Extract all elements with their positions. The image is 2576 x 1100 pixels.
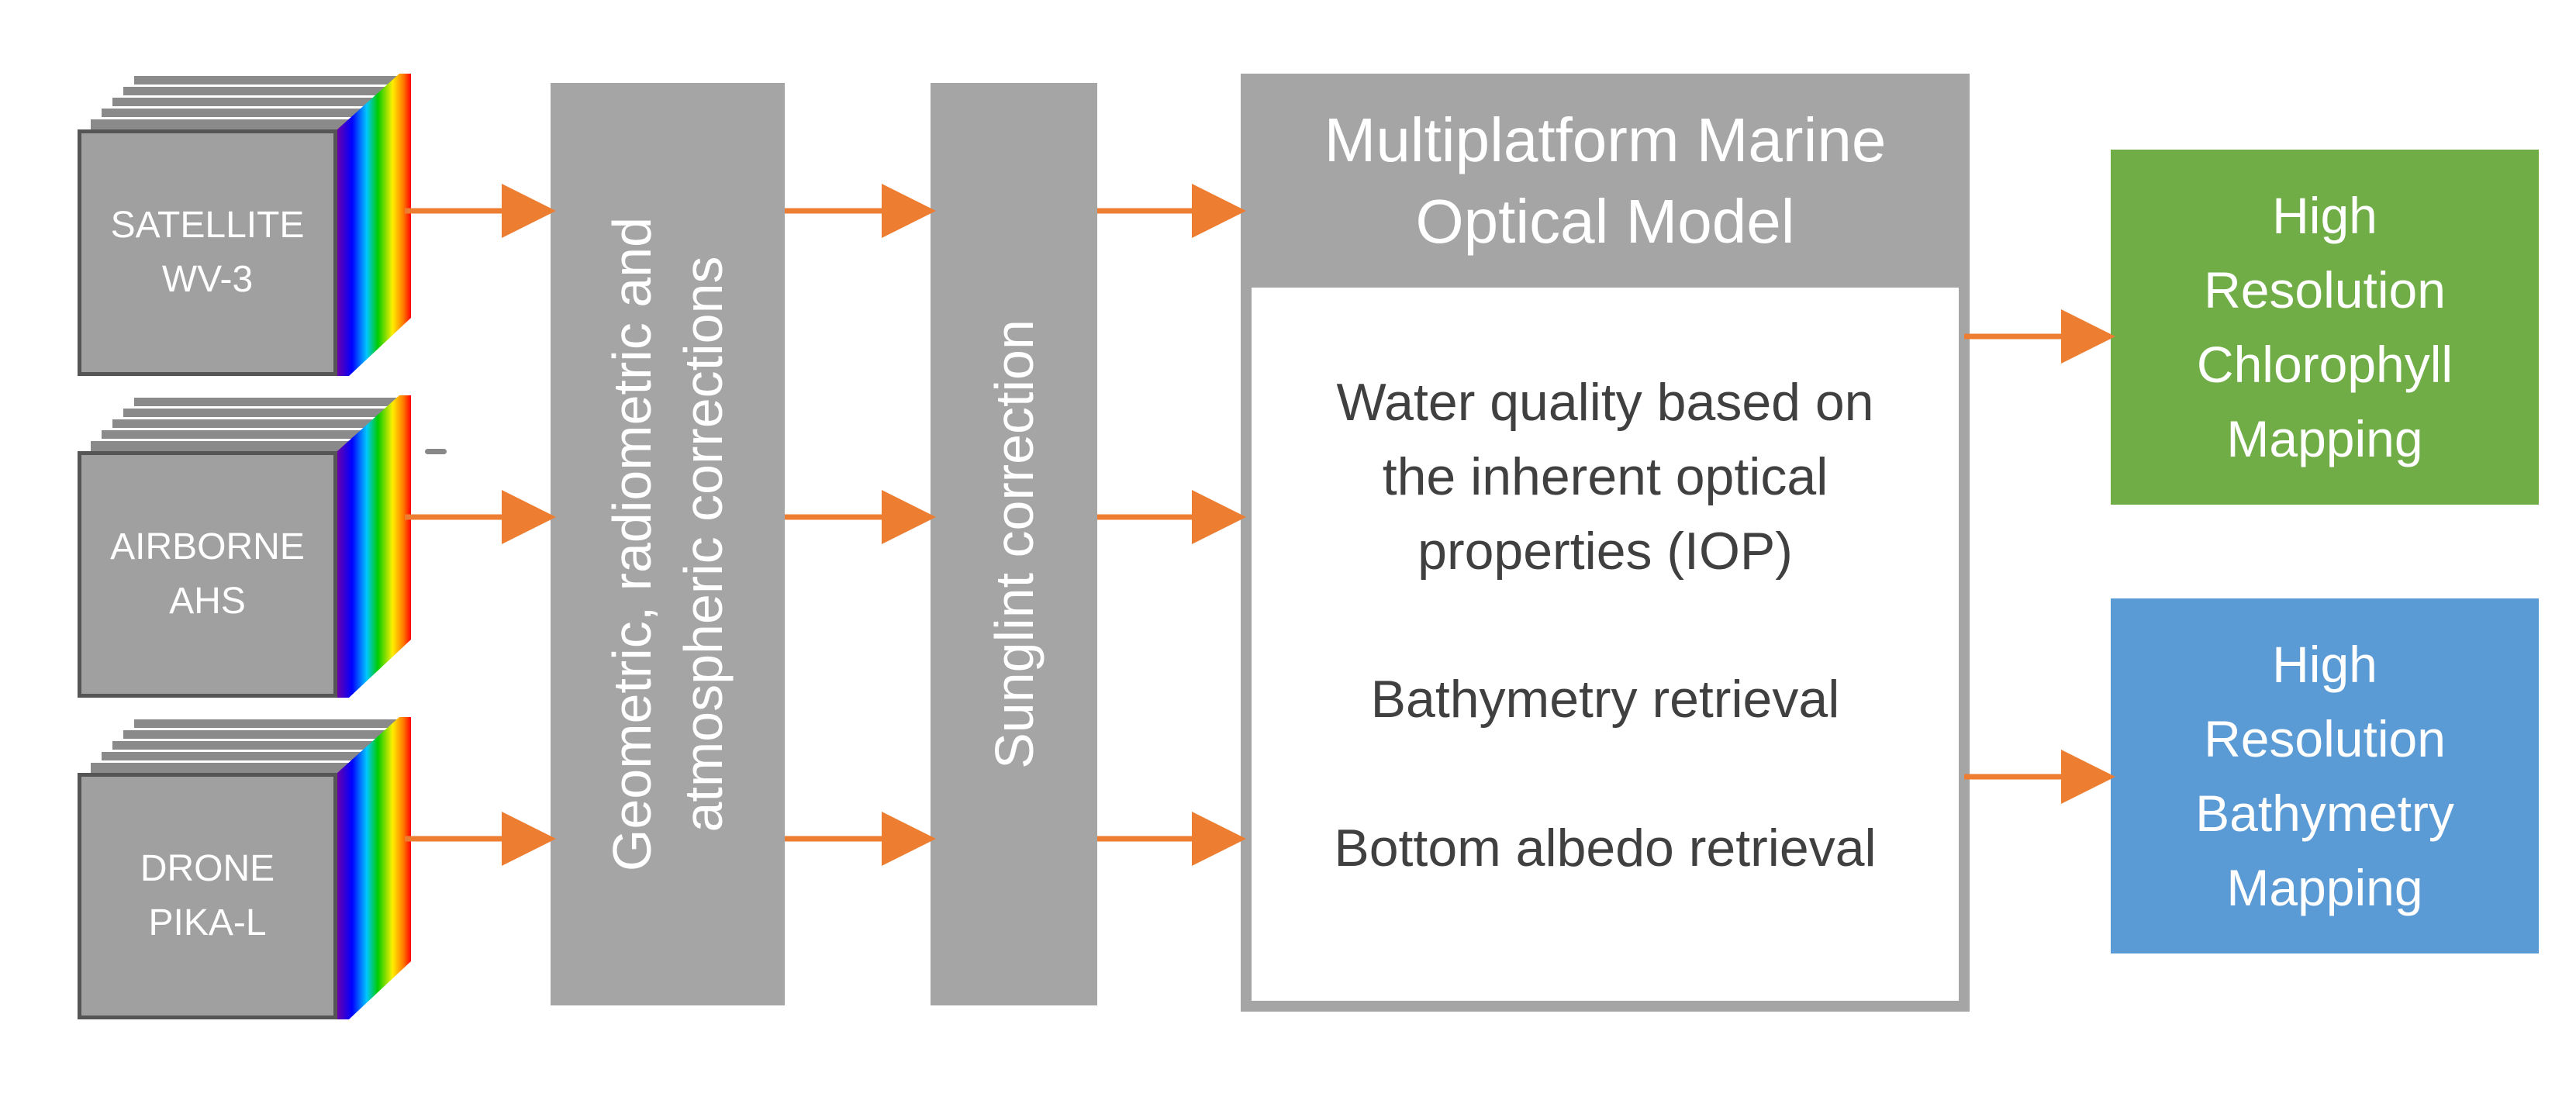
source-sensor: PIKA-L <box>148 902 267 943</box>
output-line: High <box>2272 636 2377 693</box>
output-line: Bathymetry <box>2195 784 2454 842</box>
source-name: AIRBORNE <box>110 526 305 567</box>
bathymetry-mapping-box: High Resolution Bathymetry Mapping <box>2111 598 2539 953</box>
model-title-line: Optical Model <box>1415 187 1795 256</box>
corrections-box: Geometric, radiometric and atmospheric c… <box>551 83 785 1005</box>
bottom-albedo-text: Bottom albedo retrieval <box>1334 819 1877 878</box>
stray-mark <box>425 449 447 454</box>
sunglint-box: Sunglint correction <box>931 83 1097 1005</box>
output-line: Chlorophyll <box>2196 336 2453 393</box>
source-airborne: AIRBORNE AHS <box>78 395 411 698</box>
output-line: Mapping <box>2226 859 2423 916</box>
spectrum-icon <box>337 74 411 376</box>
source-name: DRONE <box>140 848 275 889</box>
source-satellite: SATELLITE WV-3 <box>78 74 411 376</box>
model-title: Multiplatform Marine Optical Model <box>1241 74 1970 288</box>
source-name: SATELLITE <box>110 205 305 246</box>
water-quality-text: properties (IOP) <box>1417 522 1793 581</box>
output-line: Mapping <box>2226 410 2423 467</box>
marine-optical-model-box: Multiplatform Marine Optical Model Water… <box>1241 74 1970 1012</box>
output-line: Resolution <box>2204 710 2446 767</box>
water-quality-text: Water quality based on <box>1336 373 1874 432</box>
model-title-line: Multiplatform Marine <box>1324 105 1887 174</box>
source-sensor: WV-3 <box>161 259 254 300</box>
source-label: SATELLITE WV-3 <box>78 129 337 376</box>
source-sensor: AHS <box>169 581 246 622</box>
bathymetry-retrieval-text: Bathymetry retrieval <box>1370 670 1840 729</box>
source-label: AIRBORNE AHS <box>78 451 337 698</box>
output-line: High <box>2272 187 2377 244</box>
spectrum-icon <box>337 717 411 1019</box>
source-label: DRONE PIKA-L <box>78 773 337 1019</box>
chlorophyll-mapping-box: High Resolution Chlorophyll Mapping <box>2111 150 2539 505</box>
spectrum-icon <box>337 395 411 698</box>
output-line: Resolution <box>2204 261 2446 319</box>
source-drone: DRONE PIKA-L <box>78 717 411 1019</box>
model-contents: Water quality based on the inherent opti… <box>1252 288 1959 1001</box>
water-quality-text: the inherent optical <box>1382 447 1828 506</box>
